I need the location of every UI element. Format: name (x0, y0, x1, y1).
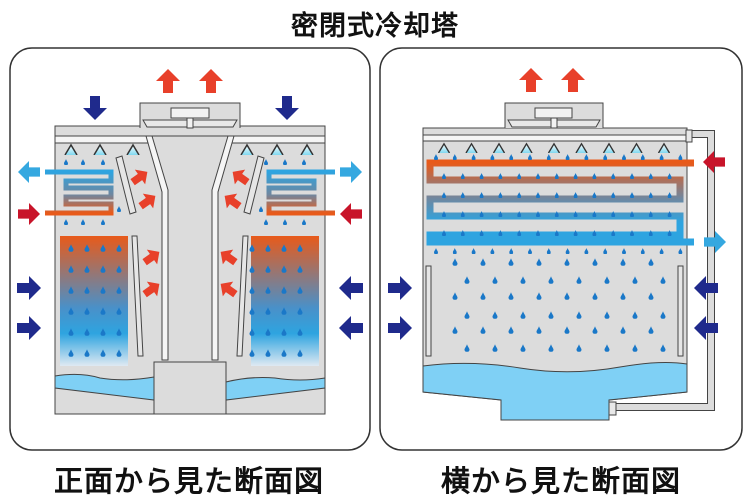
chimney-wall-right (211, 135, 235, 361)
fan-icon (507, 107, 601, 129)
fan-icon (142, 107, 238, 129)
eliminator-lower-left (131, 235, 144, 357)
basin-water-left (54, 373, 155, 401)
basin-water-right (225, 377, 326, 401)
eliminator-lower-right (236, 235, 249, 357)
fill-pack-right (251, 236, 319, 366)
coil-left (45, 169, 114, 216)
page-title: 密閉式冷却塔 (291, 11, 459, 42)
coil-right (266, 169, 335, 216)
coil-side (426, 159, 694, 246)
chimney-wall-left (145, 135, 169, 361)
fill-pack-left (60, 236, 128, 366)
side-view-caption: 横から見た断面図 (440, 464, 681, 498)
recirculation-pipe (616, 131, 714, 410)
eliminator-upper-left (115, 155, 137, 215)
basin-water-side (422, 362, 688, 421)
front-view (17, 69, 363, 415)
central-sump (153, 361, 227, 415)
front-view-caption: 正面から見た断面図 (53, 464, 324, 498)
eliminator-upper-right (243, 155, 265, 215)
eliminator-side-right (677, 265, 684, 357)
eliminator-side-left (425, 265, 432, 357)
side-view (388, 68, 726, 421)
